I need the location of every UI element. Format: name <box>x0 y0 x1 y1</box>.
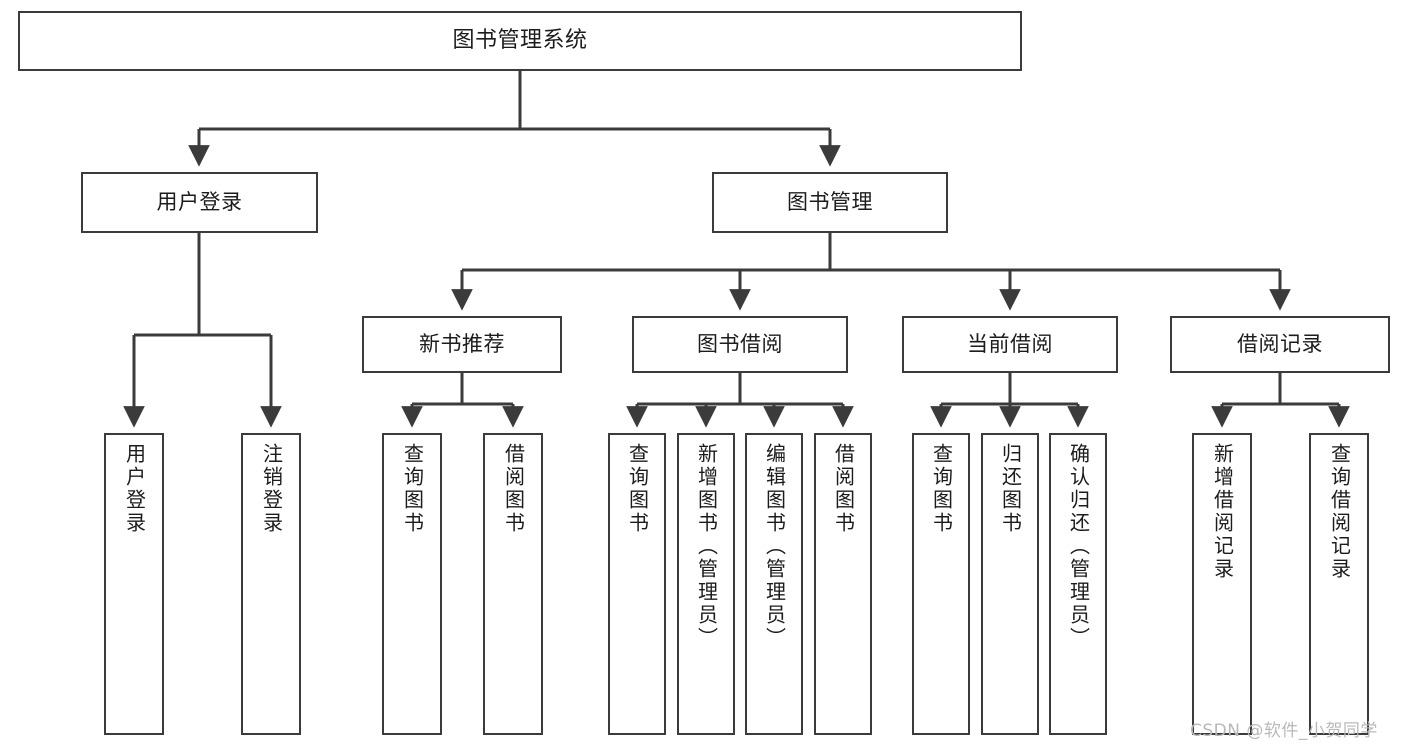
node-leaf-borrow-book-2-label: 借阅图书 <box>831 443 856 535</box>
node-book-manage[interactable]: 图书管理 <box>712 172 948 233</box>
node-leaf-confirm-return-label: 确认归还（管理员） <box>1066 443 1091 650</box>
node-leaf-edit-book[interactable]: 编辑图书（管理员） <box>745 433 803 735</box>
node-leaf-user-logout-label: 注销登录 <box>259 443 284 535</box>
node-leaf-user-logout[interactable]: 注销登录 <box>241 433 301 735</box>
node-leaf-add-record-label: 新增借阅记录 <box>1210 443 1235 581</box>
node-leaf-borrow-book-2[interactable]: 借阅图书 <box>814 433 872 735</box>
node-leaf-edit-book-label: 编辑图书（管理员） <box>762 443 787 650</box>
node-leaf-query-book-3[interactable]: 查询图书 <box>912 433 970 735</box>
node-leaf-return-book[interactable]: 归还图书 <box>981 433 1039 735</box>
node-leaf-query-book-2[interactable]: 查询图书 <box>608 433 666 735</box>
node-leaf-return-book-label: 归还图书 <box>998 443 1023 535</box>
node-book-borrow-label: 图书借阅 <box>697 331 783 356</box>
node-root[interactable]: 图书管理系统 <box>18 11 1022 71</box>
node-leaf-add-book-label: 新增图书（管理员） <box>694 443 719 650</box>
node-new-book-rec-label: 新书推荐 <box>419 331 505 356</box>
node-leaf-query-book-1-label: 查询图书 <box>400 443 425 535</box>
node-leaf-add-book[interactable]: 新增图书（管理员） <box>677 433 735 735</box>
node-leaf-confirm-return[interactable]: 确认归还（管理员） <box>1049 433 1107 735</box>
node-leaf-user-login[interactable]: 用户登录 <box>104 433 164 735</box>
node-current-borrow[interactable]: 当前借阅 <box>902 316 1118 373</box>
node-leaf-borrow-book-1-label: 借阅图书 <box>501 443 526 535</box>
node-leaf-query-record[interactable]: 查询借阅记录 <box>1309 433 1369 735</box>
node-borrow-record[interactable]: 借阅记录 <box>1170 316 1390 373</box>
watermark-text: CSDN @软件_小贺同学 <box>1190 721 1378 741</box>
node-current-borrow-label: 当前借阅 <box>967 331 1053 356</box>
node-leaf-borrow-book-1[interactable]: 借阅图书 <box>483 433 543 735</box>
node-borrow-record-label: 借阅记录 <box>1237 331 1323 356</box>
node-user-login[interactable]: 用户登录 <box>81 172 318 233</box>
node-book-manage-label: 图书管理 <box>787 189 873 214</box>
node-leaf-query-record-label: 查询借阅记录 <box>1327 443 1352 581</box>
node-book-borrow[interactable]: 图书借阅 <box>632 316 848 373</box>
node-user-login-label: 用户登录 <box>156 189 243 214</box>
node-leaf-query-book-2-label: 查询图书 <box>625 443 650 535</box>
node-new-book-rec[interactable]: 新书推荐 <box>362 316 562 373</box>
node-leaf-add-record[interactable]: 新增借阅记录 <box>1192 433 1252 735</box>
node-root-label: 图书管理系统 <box>452 27 588 53</box>
node-leaf-query-book-1[interactable]: 查询图书 <box>382 433 442 735</box>
node-leaf-query-book-3-label: 查询图书 <box>929 443 954 535</box>
node-leaf-user-login-label: 用户登录 <box>122 443 147 535</box>
